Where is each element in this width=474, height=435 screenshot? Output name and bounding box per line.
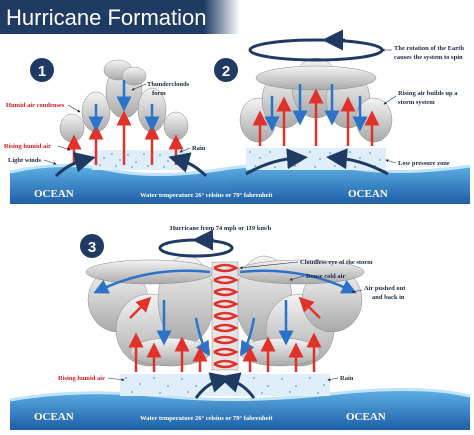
- title-banner: Hurricane Formation: [0, 0, 240, 34]
- label-humid-condenses: Humid air condenses: [6, 102, 65, 109]
- water-temp-label-bottom: Water temperature 26° celsius or 79° fah…: [140, 415, 273, 422]
- label-form: form: [152, 90, 166, 97]
- panel-2: OCEAN: [140, 29, 471, 204]
- rain-dots-3: [120, 374, 330, 396]
- inflow-arrows-3: [194, 372, 256, 399]
- label-rain-3: Rain: [340, 375, 354, 382]
- label-rotation-1: The rotation of the Earth: [394, 45, 464, 52]
- label-air-pushed-2: and back in: [372, 294, 405, 301]
- ocean-wave-2: [230, 164, 470, 204]
- page-title: Hurricane Formation: [6, 5, 207, 30]
- step-3-badge: [80, 234, 104, 258]
- hurricane-clouds-3: [85, 255, 365, 367]
- falling-arrows-1: [88, 80, 160, 132]
- rotation-ring-2: [248, 29, 384, 62]
- label-hurricane-speed: Hurricane from 74 mph or 119 km/h: [170, 225, 272, 232]
- step-3-number: 3: [88, 239, 96, 256]
- label-rising-storm-2: storm system: [398, 99, 435, 106]
- label-low-pressure: Low pressure zone: [398, 160, 450, 167]
- label-rising-humid-air-1: Rising humid air: [4, 143, 51, 150]
- eye-spiral: [213, 263, 239, 369]
- label-light-winds: Light winds: [8, 157, 42, 164]
- ocean-label-3-left: OCEAN: [34, 411, 74, 423]
- rising-arrows-3: [128, 296, 322, 372]
- ocean-wave-3: [10, 389, 470, 430]
- light-wind-arrows-1: [54, 151, 208, 178]
- label-rising-storm-1: Rising air builds up a: [398, 90, 458, 97]
- label-cloudless-eye: Cloudless eye of the storm: [300, 259, 373, 266]
- step-1-badge: [30, 58, 54, 82]
- rising-arrows-2: [252, 88, 380, 146]
- inflow-arrows-2: [245, 148, 389, 176]
- ocean-label-1: OCEAN: [34, 188, 74, 200]
- ocean-label-3-right: OCEAN: [346, 411, 386, 423]
- label-rain-1: Rain: [192, 145, 206, 152]
- ocean-label-2: OCEAN: [348, 188, 388, 200]
- label-rising-humid-air-3: Rising humid air: [58, 375, 105, 382]
- panel-3: OCEAN OCEAN Water temperature 26° celsiu…: [9, 225, 471, 430]
- label-thunderclouds: Thunderclouds: [147, 81, 190, 88]
- water-temp-label-top: Water temperature 26° celsius or 79° fah…: [140, 192, 273, 199]
- low-pressure-dots: [246, 148, 386, 170]
- label-dense-cold-air: Dense cold air: [306, 273, 345, 280]
- step-1-number: 1: [38, 63, 46, 80]
- falling-arrows-2: [264, 84, 368, 132]
- label-air-pushed-1: Air pushed out: [364, 285, 406, 292]
- rain-dots-1: [92, 150, 190, 170]
- step-2-badge: [214, 58, 238, 82]
- label-rotation-2: causes the system to spin: [394, 54, 463, 61]
- rotation-ring-3: [158, 229, 234, 258]
- panel-1: OCEAN: [4, 58, 231, 204]
- step-2-number: 2: [222, 63, 230, 80]
